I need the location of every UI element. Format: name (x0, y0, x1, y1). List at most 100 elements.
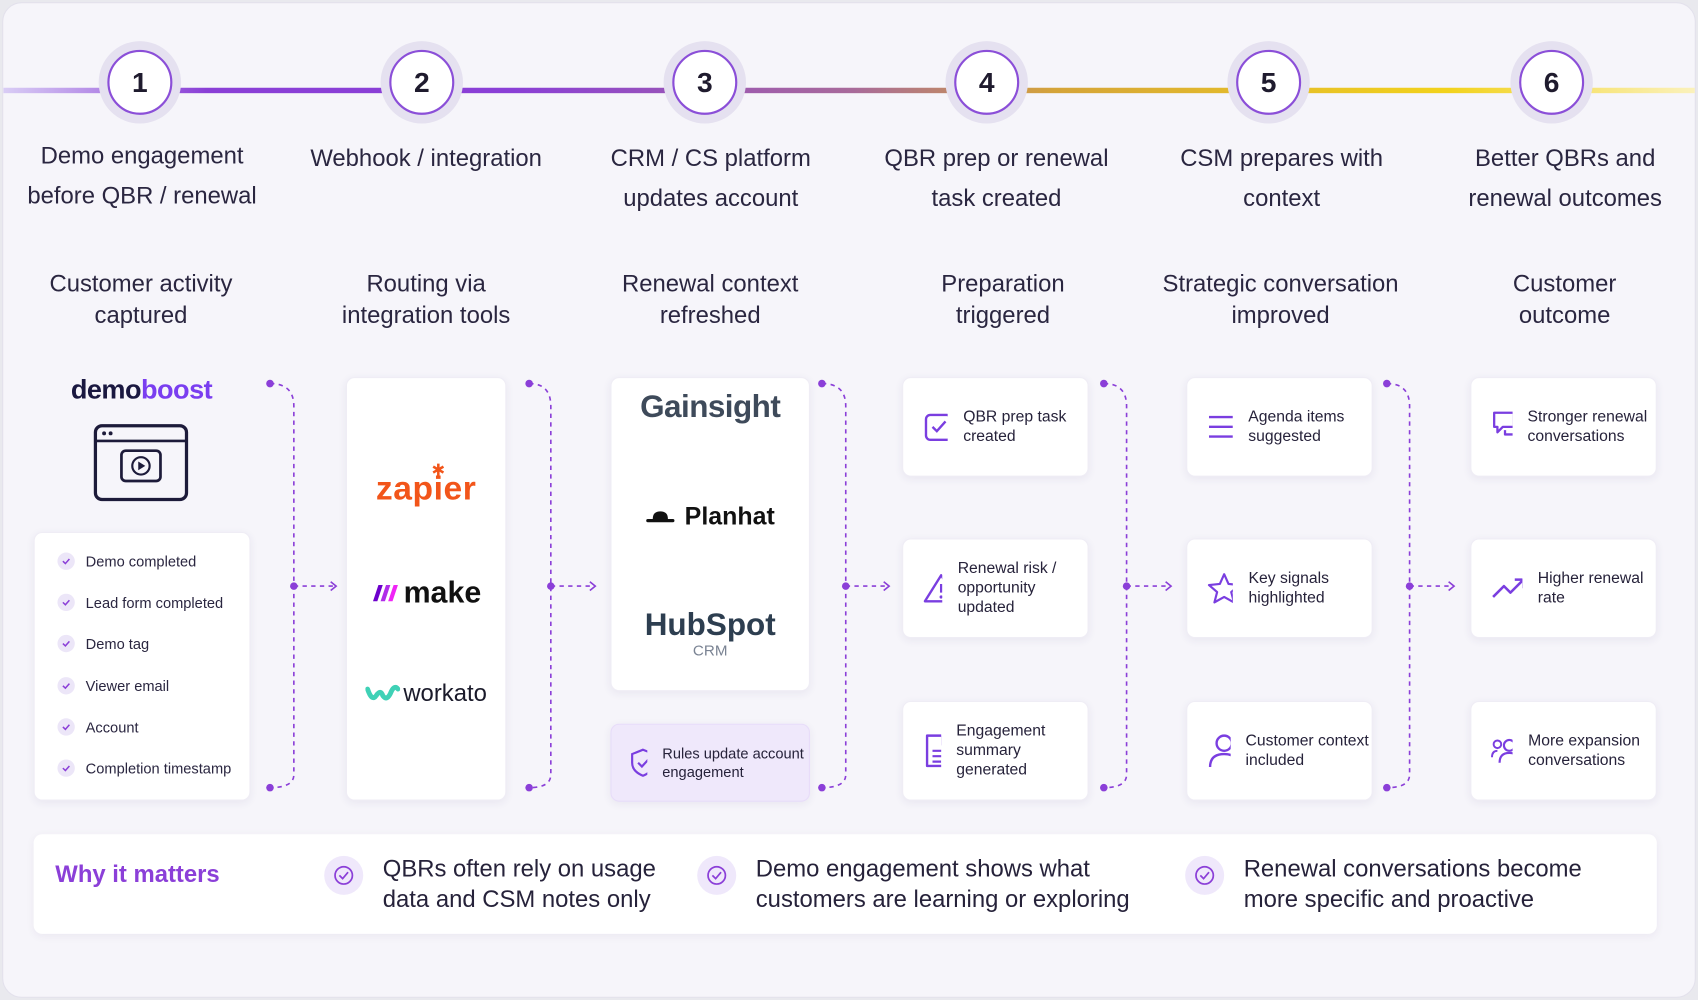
outcome-card-1: Stronger renewal conversations (1470, 377, 1657, 477)
connector-2 (529, 382, 552, 789)
event-item-4: Viewer email (57, 677, 170, 695)
demo-player-icon (93, 424, 189, 502)
shield-check-icon (631, 748, 648, 777)
workato-label: workato (403, 679, 487, 707)
step-6-number: 6 (1519, 49, 1585, 115)
demoboost-logo-part2: boost (141, 374, 213, 406)
star-icon (1207, 573, 1234, 604)
gainsight-logo: Gainsight (610, 390, 810, 426)
check-circle-icon (57, 593, 75, 612)
connector-4 (1103, 382, 1128, 789)
check-circle-icon (57, 552, 75, 570)
step-5-number: 5 (1236, 49, 1302, 115)
strategic-label-1: Agenda items suggested (1248, 408, 1345, 446)
hat-icon (646, 510, 675, 522)
connector-dots (266, 379, 1414, 792)
arrow-heads (330, 581, 1456, 592)
event-item-5: Account (57, 718, 139, 736)
check-circle-icon (57, 718, 75, 736)
planhat-logo: Planhat (610, 502, 810, 531)
why-text-3: Renewal conversations become more specif… (1243, 854, 1582, 913)
step-2-number: 2 (389, 49, 455, 115)
check-circle-icon (1185, 855, 1225, 895)
strategic-card-1: Agenda items suggested (1186, 377, 1373, 477)
prep-label-2: Renewal risk / opportunity updated (957, 560, 1057, 617)
flow-connectors (269, 382, 1453, 789)
step-3-title: CRM / CS platform updates account (610, 144, 811, 212)
hubspot-logo: HubSpot CRM (610, 608, 810, 659)
zapier-logo: ✱ zapier (346, 462, 506, 508)
prep-card-3: Engagement summary generated (902, 700, 1089, 801)
event-label: Demo tag (85, 635, 150, 652)
prep-card-1: QBR prep task created (902, 377, 1089, 477)
checkbox-icon (924, 413, 949, 442)
step-4-title: QBR prep or renewal task created (884, 144, 1109, 212)
stage-1-title: Customer activity captured (49, 269, 233, 329)
event-label: Viewer email (85, 677, 170, 694)
zapier-label: zapier (375, 469, 477, 508)
chat-icon (1493, 411, 1513, 436)
step-2-title: Webhook / integration (310, 144, 542, 172)
connector-3 (821, 382, 847, 789)
why-it-matters-panel: Why it matters QBRs often rely on usage … (33, 834, 1657, 934)
step-6-circle: 6 (1510, 41, 1593, 124)
step-1-number: 1 (107, 49, 173, 115)
outcome-card-3: More expansion conversations (1470, 700, 1657, 801)
hubspot-label: HubSpot (644, 607, 776, 643)
gainsight-label: Gainsight (640, 390, 781, 425)
planhat-label: Planhat (684, 501, 775, 530)
hubspot-sub-label: CRM (692, 641, 728, 659)
prep-card-2: Renewal risk / opportunity updated (902, 538, 1089, 639)
step-6-title: Better QBRs and renewal outcomes (1468, 144, 1662, 212)
step-4-number: 4 (954, 49, 1020, 115)
connector-5 (1386, 382, 1411, 789)
outcome-label-2: Higher renewal rate (1537, 569, 1644, 607)
connector-layer (3, 87, 1695, 792)
rules-note-text: Rules update account engagement (662, 745, 804, 781)
outcome-label-1: Stronger renewal conversations (1527, 408, 1648, 446)
why-item-3: Renewal conversations become more specif… (1185, 854, 1623, 915)
stage-5-title: Strategic conversation improved (1162, 269, 1399, 329)
connector-1 (269, 382, 295, 789)
prep-label-3: Engagement summary generated (956, 722, 1046, 779)
outcome-label-3: More expansion conversations (1528, 732, 1641, 770)
step-1-title: Demo engagement before QBR / renewal (27, 141, 257, 210)
outcome-card-2: Higher renewal rate (1470, 538, 1657, 639)
workato-logo: workato (361, 679, 491, 707)
why-text-2: Demo engagement shows what customers are… (755, 854, 1130, 913)
demoboost-logo: demoboost (47, 375, 237, 406)
platforms-card (610, 377, 810, 692)
progress-line (3, 87, 1695, 94)
strategic-card-3: Customer context included (1186, 700, 1373, 801)
workato-mark-icon (365, 684, 401, 701)
users-icon (1491, 738, 1513, 763)
event-item-3: Demo tag (57, 634, 150, 653)
why-item-1: QBRs often rely on usage data and CSM no… (324, 854, 675, 915)
check-circle-icon (57, 634, 75, 653)
step-5-title: CSM prepares with context (1180, 144, 1384, 212)
strategic-label-3: Customer context included (1245, 732, 1369, 770)
demoboost-logo-part1: demo (70, 374, 142, 406)
make-logo: make (361, 575, 491, 610)
step-3-number: 3 (672, 49, 738, 115)
event-item-1: Demo completed (57, 552, 196, 570)
step-1-circle: 1 (98, 41, 182, 124)
integrations-card (345, 377, 507, 801)
document-icon (925, 734, 942, 768)
stage-3-title: Renewal context refreshed (622, 269, 799, 329)
step-4-circle: 4 (945, 41, 1028, 124)
make-label: make (403, 575, 482, 609)
demo-events-card (33, 531, 251, 801)
check-circle-icon (324, 855, 364, 895)
list-icon (1208, 415, 1233, 438)
make-mark-icon (373, 585, 399, 602)
check-circle-icon (57, 677, 75, 695)
event-label: Lead form completed (85, 594, 224, 611)
why-item-2: Demo engagement shows what customers are… (697, 854, 1168, 915)
step-2-circle: 2 (380, 41, 463, 124)
stage-2-title: Routing via integration tools (341, 269, 511, 329)
strategic-label-2: Key signals highlighted (1248, 569, 1329, 607)
user-icon (1208, 734, 1231, 768)
